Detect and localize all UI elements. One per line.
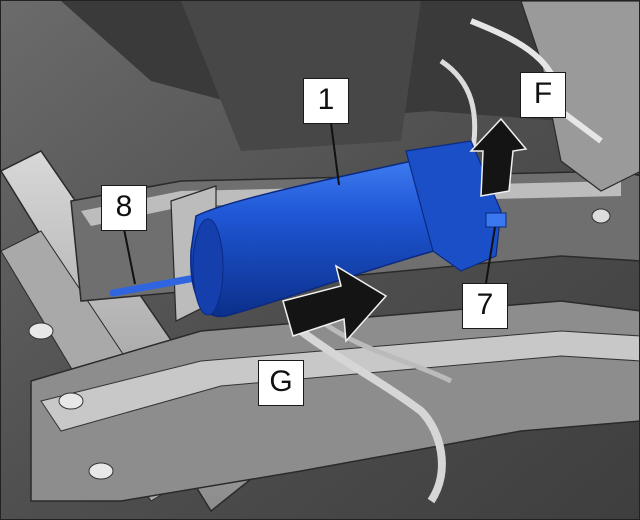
callout-label-f: F [520,72,566,118]
callout-label-7: 7 [462,283,508,329]
motor-connector-housing [405,140,502,272]
drive-rod [109,272,210,297]
callout-label-1: 1 [303,78,349,124]
mount-hole [591,208,611,224]
mount-hole [58,392,84,410]
wiring-harness [319,318,453,384]
mount-hole [28,322,54,340]
arrow-right-direction-g [282,264,388,343]
leader-line-7 [485,226,496,284]
lower-frame-edge [40,330,639,432]
mount-hole [88,462,114,480]
motor-end-cap [192,218,224,316]
connector-plug [485,212,507,228]
leader-line-8 [123,228,136,285]
leader-line-1 [330,122,340,186]
callout-label-g: G [258,360,304,406]
upper-panel [181,1,421,151]
wiring-harness [298,327,446,504]
arrow-up-direction-f [469,117,528,197]
callout-label-8: 8 [101,185,147,231]
